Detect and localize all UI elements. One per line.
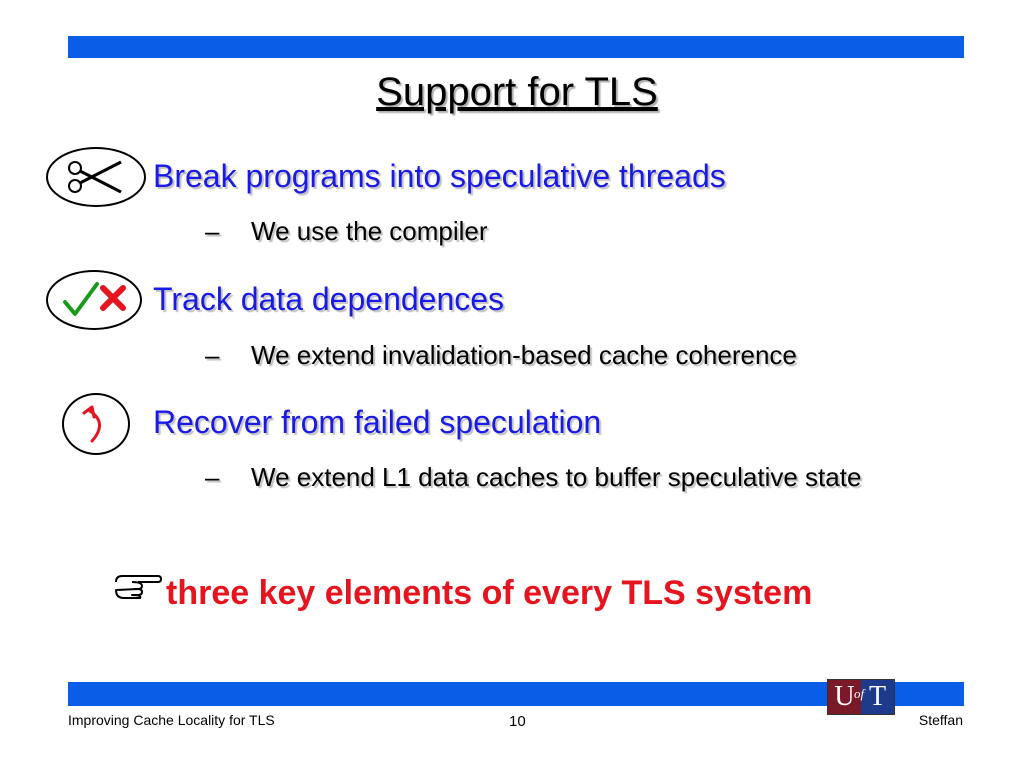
logo-t: T bbox=[861, 680, 894, 714]
undo-arrow-icon bbox=[62, 393, 130, 455]
slide-title: Support for TLS bbox=[376, 70, 658, 114]
bullet-break-programs: Break programs into speculative threads bbox=[153, 158, 726, 194]
sub-bullet-coherence: – We extend invalidation-based cache cohe… bbox=[205, 340, 797, 371]
top-bar bbox=[68, 36, 964, 58]
bottom-bar bbox=[68, 682, 964, 706]
dash: – bbox=[205, 340, 220, 370]
sub-bullet-text: We extend invalidation-based cache coher… bbox=[251, 340, 797, 370]
logo-of: of bbox=[854, 686, 865, 701]
scissors-icon bbox=[46, 147, 146, 207]
sub-bullet-l1-caches: – We extend L1 data caches to buffer spec… bbox=[205, 462, 861, 493]
sub-bullet-text: We extend L1 data caches to buffer specu… bbox=[251, 462, 862, 492]
uoft-logo: U T of bbox=[827, 679, 895, 715]
key-point: three key elements of every TLS system bbox=[166, 574, 813, 612]
dash: – bbox=[205, 216, 220, 246]
dash: – bbox=[205, 462, 220, 492]
logo-u: U bbox=[828, 680, 861, 714]
check-cross-icon bbox=[46, 270, 142, 330]
sub-bullet-compiler: – We use the compiler bbox=[205, 216, 488, 247]
bullet-recover-speculation: Recover from failed speculation bbox=[153, 404, 602, 440]
footer-title: Improving Cache Locality for TLS bbox=[68, 712, 275, 728]
footer-author: Steffan bbox=[918, 712, 963, 728]
page-number: 10 bbox=[509, 713, 526, 730]
bullet-track-dependences: Track data dependences bbox=[153, 281, 505, 317]
pointing-hand-icon bbox=[112, 572, 162, 600]
sub-bullet-text: We use the compiler bbox=[251, 216, 488, 246]
